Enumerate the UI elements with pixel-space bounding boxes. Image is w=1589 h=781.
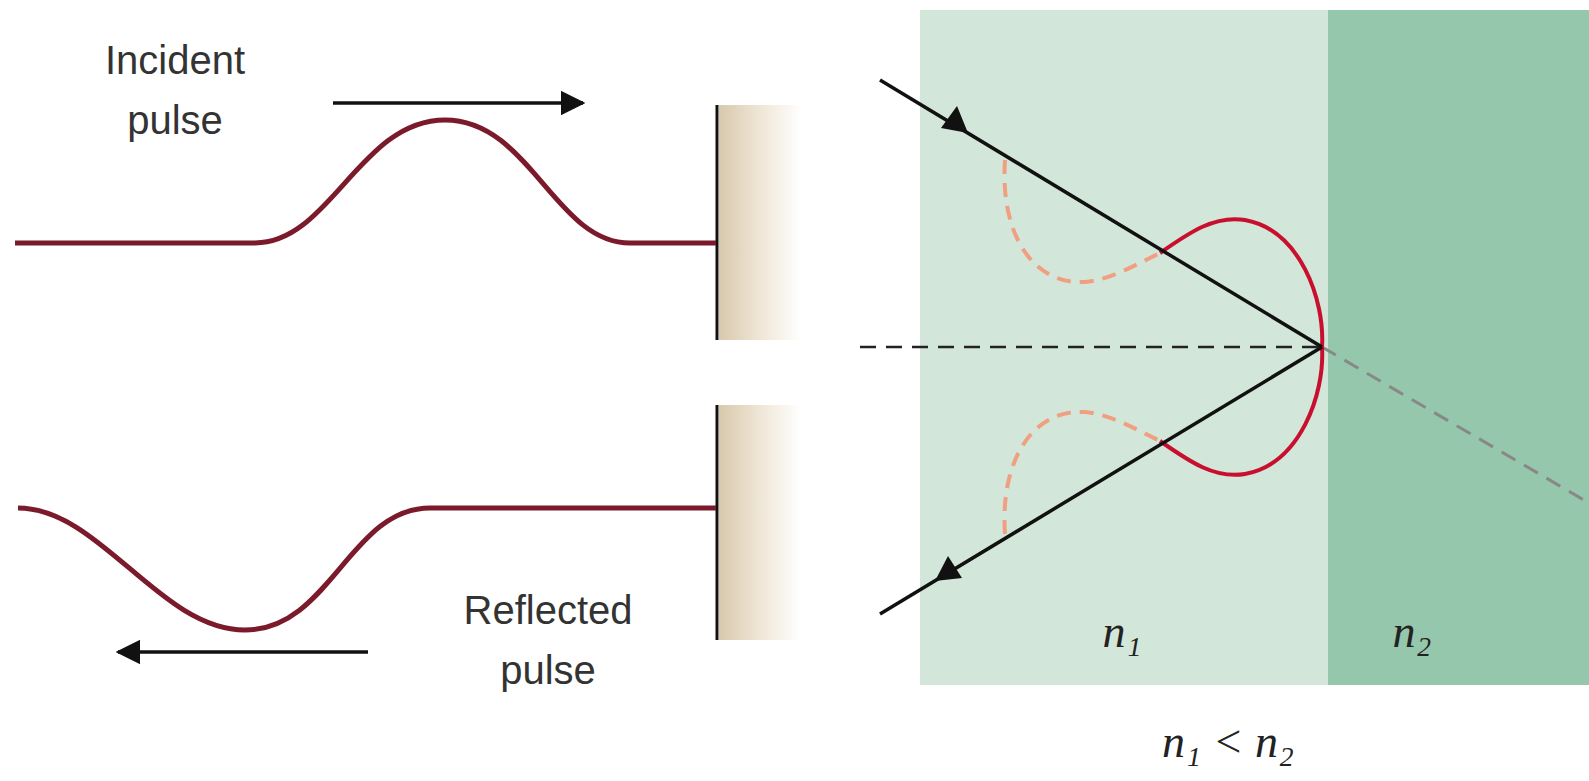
pulse-label: Reflected pulse xyxy=(413,580,683,700)
medium-label: n₁ xyxy=(1103,607,1142,658)
incident-ray xyxy=(880,80,1322,347)
direction-arrow xyxy=(333,101,583,105)
incident-string xyxy=(15,120,716,243)
reflected-wave-dashed xyxy=(1004,412,1160,534)
ray-arrowhead xyxy=(935,556,962,581)
wall-edge xyxy=(716,405,719,640)
condition-label: n₁ < n₂ xyxy=(1162,717,1294,768)
wall-upper xyxy=(719,105,801,340)
refracted-path xyxy=(1322,347,1589,503)
direction-arrow xyxy=(118,650,368,654)
medium-2 xyxy=(1328,10,1589,685)
ray-arrowhead xyxy=(941,106,968,133)
incident-wave-dashed xyxy=(1004,160,1160,282)
reflected-wave xyxy=(1160,347,1322,475)
wall-edge xyxy=(716,105,719,340)
reflected-ray xyxy=(880,347,1322,614)
wall-lower xyxy=(719,405,801,640)
pulse-label: Incident pulse xyxy=(55,30,295,150)
incident-wave xyxy=(1160,219,1322,347)
normal-line xyxy=(860,346,1322,349)
medium-label: n₂ xyxy=(1393,607,1432,658)
